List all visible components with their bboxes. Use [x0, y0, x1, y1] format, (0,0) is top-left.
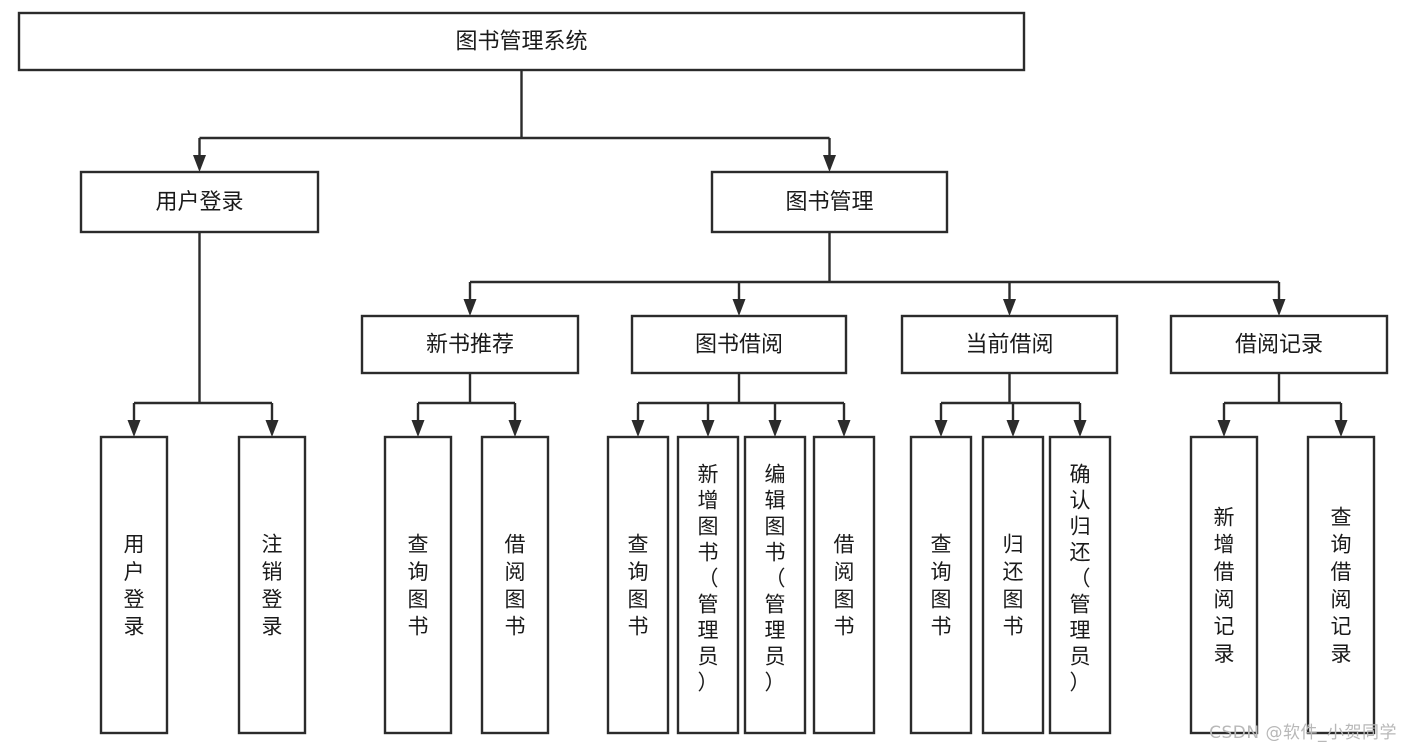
node-current-borrow[interactable]: 当前借阅 — [900, 314, 1119, 375]
node-box[interactable] — [606, 435, 670, 735]
node-box[interactable] — [676, 435, 740, 735]
node-leaf-5[interactable]: 查询图书 — [606, 435, 670, 735]
node-label: 确认归还（管理员） — [1070, 462, 1091, 694]
node-box[interactable] — [237, 435, 307, 735]
edge-group-book-manage — [463, 232, 1286, 316]
node-leaf-8[interactable]: 借阅图书 — [812, 435, 876, 735]
edge-arrowhead — [934, 420, 948, 437]
edge-group-user-login — [127, 232, 279, 437]
node-box[interactable] — [99, 435, 169, 735]
edge-arrowhead — [701, 420, 715, 437]
edge-arrowhead — [631, 420, 645, 437]
node-label: 借阅图书 — [834, 533, 855, 639]
node-box[interactable] — [743, 435, 807, 735]
node-box[interactable] — [710, 170, 949, 234]
edge-arrowhead — [1003, 299, 1016, 316]
watermark-label: CSDN @软件_小贺同学 — [1209, 723, 1397, 743]
edge-arrowhead — [1217, 420, 1231, 437]
edge-arrowhead — [265, 420, 279, 437]
edge-group-new-book-rec — [411, 373, 522, 437]
edge-arrowhead — [1334, 420, 1348, 437]
edge-arrowhead — [411, 420, 425, 437]
edge-arrowhead — [193, 155, 206, 172]
node-label: 用户登录 — [155, 190, 243, 215]
node-label: 查询借阅记录 — [1331, 505, 1352, 666]
edges-layer — [127, 70, 1348, 437]
node-label: 查询图书 — [931, 533, 952, 639]
node-user-login[interactable]: 用户登录 — [79, 170, 320, 234]
node-box[interactable] — [79, 170, 320, 234]
node-label: 新增图书（管理员） — [698, 462, 719, 694]
node-leaf-1[interactable]: 用户登录 — [99, 435, 169, 735]
node-box[interactable] — [909, 435, 973, 735]
node-box[interactable] — [480, 435, 550, 735]
node-box[interactable] — [1048, 435, 1112, 735]
edge-group-root — [193, 70, 836, 172]
node-leaf-11[interactable]: 确认归还（管理员） — [1048, 435, 1112, 735]
node-label: 注销登录 — [262, 533, 283, 639]
node-leaf-2[interactable]: 注销登录 — [237, 435, 307, 735]
node-leaf-13[interactable]: 查询借阅记录 — [1306, 435, 1376, 735]
nodes-layer: 图书管理系统用户登录图书管理新书推荐图书借阅当前借阅借阅记录用户登录注销登录查询… — [17, 11, 1389, 735]
node-box[interactable] — [1189, 435, 1259, 735]
edge-arrowhead — [508, 420, 522, 437]
node-label: 图书管理系统 — [455, 30, 587, 55]
node-label: 图书借阅 — [695, 333, 783, 358]
edge-arrowhead — [768, 420, 782, 437]
node-root[interactable]: 图书管理系统 — [17, 11, 1026, 72]
edge-arrowhead — [837, 420, 851, 437]
node-new-book-rec[interactable]: 新书推荐 — [360, 314, 580, 375]
node-label: 查询图书 — [408, 533, 429, 639]
edge-arrowhead — [823, 155, 836, 172]
node-label: 编辑图书（管理员） — [765, 462, 786, 694]
node-label: 借阅记录 — [1235, 333, 1323, 358]
node-box[interactable] — [360, 314, 580, 375]
node-label: 图书管理 — [785, 190, 873, 215]
node-leaf-7[interactable]: 编辑图书（管理员） — [743, 435, 807, 735]
node-leaf-4[interactable]: 借阅图书 — [480, 435, 550, 735]
node-label: 新增借阅记录 — [1214, 505, 1235, 666]
edge-group-current-borrow — [934, 373, 1087, 437]
node-label: 归还图书 — [1003, 533, 1024, 639]
node-leaf-10[interactable]: 归还图书 — [981, 435, 1045, 735]
edge-group-borrow-record — [1217, 373, 1348, 437]
node-box[interactable] — [812, 435, 876, 735]
node-borrow-record[interactable]: 借阅记录 — [1169, 314, 1389, 375]
node-label: 用户登录 — [124, 533, 145, 639]
node-box[interactable] — [1169, 314, 1389, 375]
node-box[interactable] — [630, 314, 848, 375]
node-label: 查询图书 — [628, 533, 649, 639]
node-book-borrow[interactable]: 图书借阅 — [630, 314, 848, 375]
node-box[interactable] — [383, 435, 453, 735]
node-label: 当前借阅 — [965, 333, 1053, 358]
node-label: 新书推荐 — [426, 333, 514, 358]
edge-arrowhead — [1073, 420, 1087, 437]
node-book-manage[interactable]: 图书管理 — [710, 170, 949, 234]
edge-arrowhead — [127, 420, 141, 437]
node-leaf-3[interactable]: 查询图书 — [383, 435, 453, 735]
node-leaf-6[interactable]: 新增图书（管理员） — [676, 435, 740, 735]
edge-arrowhead — [463, 299, 477, 316]
node-label: 借阅图书 — [505, 533, 526, 639]
edge-group-book-borrow — [631, 373, 851, 437]
node-box[interactable] — [981, 435, 1045, 735]
node-box[interactable] — [17, 11, 1026, 72]
node-box[interactable] — [1306, 435, 1376, 735]
edge-arrowhead — [732, 299, 746, 316]
node-leaf-12[interactable]: 新增借阅记录 — [1189, 435, 1259, 735]
node-leaf-9[interactable]: 查询图书 — [909, 435, 973, 735]
edge-arrowhead — [1006, 420, 1020, 437]
node-box[interactable] — [900, 314, 1119, 375]
edge-arrowhead — [1272, 299, 1286, 316]
